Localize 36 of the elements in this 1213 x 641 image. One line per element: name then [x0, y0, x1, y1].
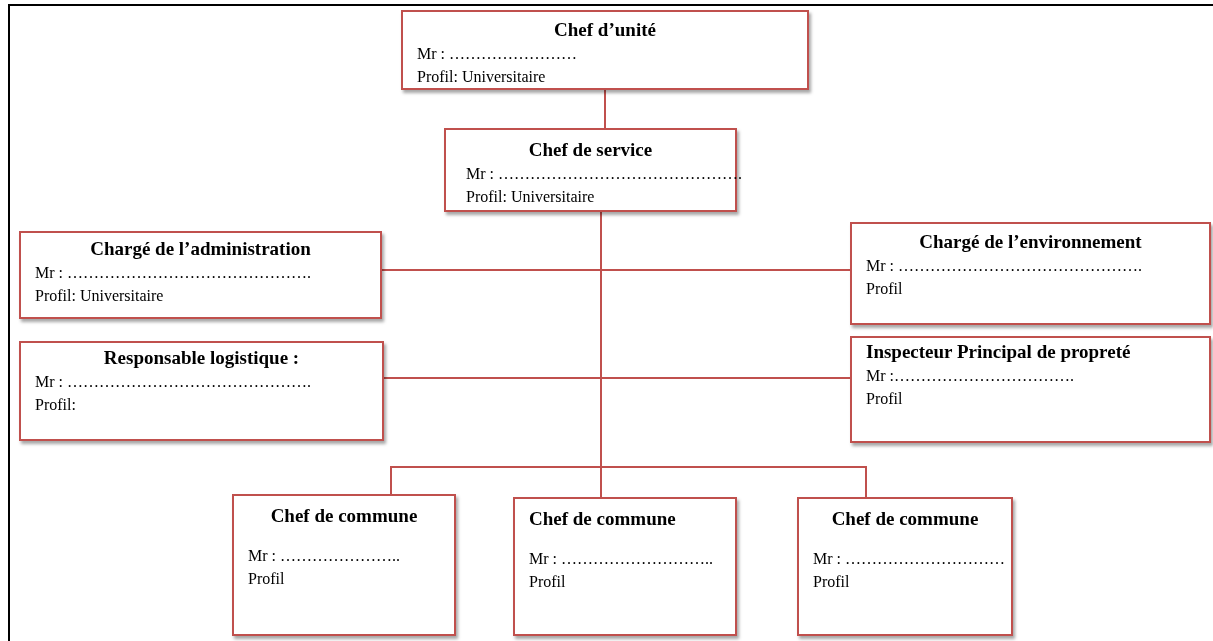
profile-text: Profil: — [35, 395, 76, 415]
profile-text: Profil: Universitaire — [466, 187, 595, 207]
name-field-text: Mr : ………………………………………. — [35, 263, 311, 283]
connector-line — [604, 89, 606, 129]
role-title: Chef de commune — [270, 504, 418, 528]
org-box — [850, 222, 1211, 325]
profile-text: Profil — [529, 572, 566, 592]
org-box — [850, 336, 1211, 443]
role-title: Chargé de l’administration — [90, 237, 311, 261]
role-title: Chef de commune — [831, 507, 979, 531]
org-box — [401, 10, 809, 90]
org-box — [232, 494, 456, 636]
name-field-text: Mr : ………………….. — [248, 546, 400, 566]
name-field-text: Mr : ………………………… — [813, 549, 1005, 569]
name-field-text: Mr : ………………………………………. — [35, 372, 311, 392]
role-title: Responsable logistique : — [103, 346, 300, 370]
profile-text: Profil — [813, 572, 850, 592]
name-field-text: Mr : ………………………………………. — [866, 256, 1142, 276]
role-title: Chef de service — [528, 138, 653, 162]
profile-text: Profil: Universitaire — [35, 286, 164, 306]
profile-text: Profil — [866, 389, 903, 409]
name-field-text: Mr : …………………… — [417, 44, 577, 64]
role-title: Chargé de l’environnement — [919, 230, 1142, 254]
profile-text: Profil: Universitaire — [417, 67, 546, 87]
org-box — [19, 341, 384, 441]
profile-text: Profil — [866, 279, 903, 299]
org-box — [513, 497, 737, 636]
profile-text: Profil — [248, 569, 285, 589]
role-title: Inspecteur Principal de propreté — [866, 340, 1131, 364]
org-box — [19, 231, 382, 319]
role-title: Chef de commune — [529, 507, 676, 531]
name-field-text: Mr :……………………………. — [866, 366, 1074, 386]
org-box — [797, 497, 1013, 636]
role-title: Chef d’unité — [554, 18, 656, 42]
name-field-text: Mr : ………………………………………. — [466, 164, 742, 184]
name-field-text: Mr : ……………………….. — [529, 549, 713, 569]
